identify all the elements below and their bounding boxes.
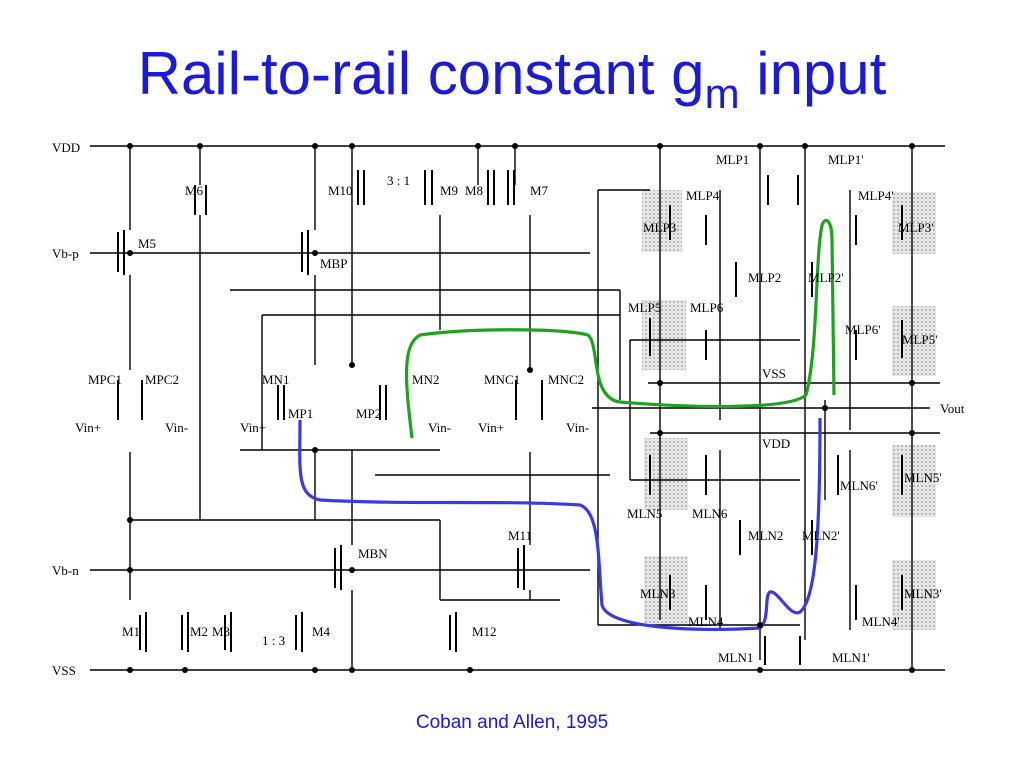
vin-minus-left: Vin-	[165, 420, 188, 435]
m4-label: M4	[312, 624, 331, 639]
shaded-devices	[642, 190, 936, 630]
mln5-label: MLN5	[627, 506, 662, 521]
m3-label: M3	[212, 624, 230, 639]
ratio-3-1-label: 3 : 1	[387, 173, 410, 188]
slide-title: Rail-to-rail constant gm input	[0, 38, 1024, 130]
mpc1-label: MPC1	[88, 372, 122, 387]
ratio-1-3-label: 1 : 3	[262, 633, 285, 648]
vin-plus-left: Vin+	[75, 420, 101, 435]
m10-label: M10	[328, 183, 353, 198]
mp1-label: MP1	[288, 406, 313, 421]
mbp-label: MBP	[320, 256, 347, 271]
mp2-label: MP2	[356, 406, 381, 421]
vbp-label: Vb-p	[52, 246, 79, 261]
mnc1-label: MNC1	[484, 372, 520, 387]
mlp3-label: MLP3	[643, 220, 676, 235]
mlp2-label: MLP2	[748, 270, 781, 285]
m2-label: M2	[190, 624, 208, 639]
m8-label: M8	[465, 183, 483, 198]
mn1-label: MN1	[262, 372, 289, 387]
vbn-label: Vb-n	[52, 563, 79, 578]
vdd-inner-label: VDD	[762, 436, 790, 451]
mln2-label: MLN2	[748, 528, 783, 543]
mln6p-label: MLN6'	[840, 478, 878, 493]
mlp6-label: MLP6	[690, 300, 724, 315]
mlp5p-label: MLP5'	[902, 332, 938, 347]
m9-label: M9	[440, 183, 458, 198]
mlp3p-label: MLP3'	[898, 220, 934, 235]
m1-label: M1	[122, 624, 140, 639]
mn2-label: MN2	[412, 372, 439, 387]
mlp1p-label: MLP1'	[828, 152, 864, 167]
mlp6p-label: MLP6'	[845, 322, 881, 337]
citation-caption: Coban and Allen, 1995	[415, 712, 609, 733]
vin-plus-right: Vin+	[478, 420, 504, 435]
vss-inner-label: VSS	[762, 366, 786, 381]
mln4-label: MLN4	[688, 614, 724, 629]
m5-label: M5	[138, 236, 156, 251]
mln3p-label: MLN3'	[904, 586, 942, 601]
mlp4-label: MLP4	[686, 188, 720, 203]
m12-label: M12	[472, 624, 497, 639]
vdd-label: VDD	[52, 140, 80, 155]
mlp5-label: MLP5	[628, 300, 661, 315]
mlp2p-label: MLP2'	[808, 270, 844, 285]
vin-plus-mid: Vin+	[240, 420, 266, 435]
title-tail: input	[739, 40, 887, 107]
title-subscript: m	[704, 70, 740, 117]
vss-label: VSS	[52, 663, 76, 678]
m6-label: M6	[185, 183, 204, 198]
mln4p-label: MLN4'	[862, 614, 900, 629]
title-main: Rail-to-rail constant g	[137, 40, 705, 107]
schematic-wires	[90, 145, 945, 671]
mln1-label: MLN1	[718, 650, 753, 665]
blue-signal-path	[298, 417, 822, 631]
mln3-label: MLN3	[640, 586, 675, 601]
mbn-label: MBN	[358, 546, 388, 561]
mln1p-label: MLN1'	[832, 650, 870, 665]
mnc2-label: MNC2	[548, 372, 584, 387]
m7-label: M7	[530, 183, 549, 198]
mlp1-label: MLP1	[716, 152, 749, 167]
mln6-label: MLN6	[692, 506, 728, 521]
vout-label: Vout	[940, 401, 965, 416]
mln5p-label: MLN5'	[904, 470, 942, 485]
mln2p-label: MLN2'	[802, 528, 840, 543]
vin-minus-right: Vin-	[566, 420, 589, 435]
mlp4p-label: MLP4'	[858, 188, 894, 203]
m11-label: M11	[508, 528, 532, 543]
green-signal-path	[404, 218, 836, 439]
mpc2-label: MPC2	[145, 372, 179, 387]
node-dots	[127, 143, 915, 673]
transistor-symbols	[117, 170, 903, 665]
vin-minus-mid: Vin-	[428, 420, 451, 435]
